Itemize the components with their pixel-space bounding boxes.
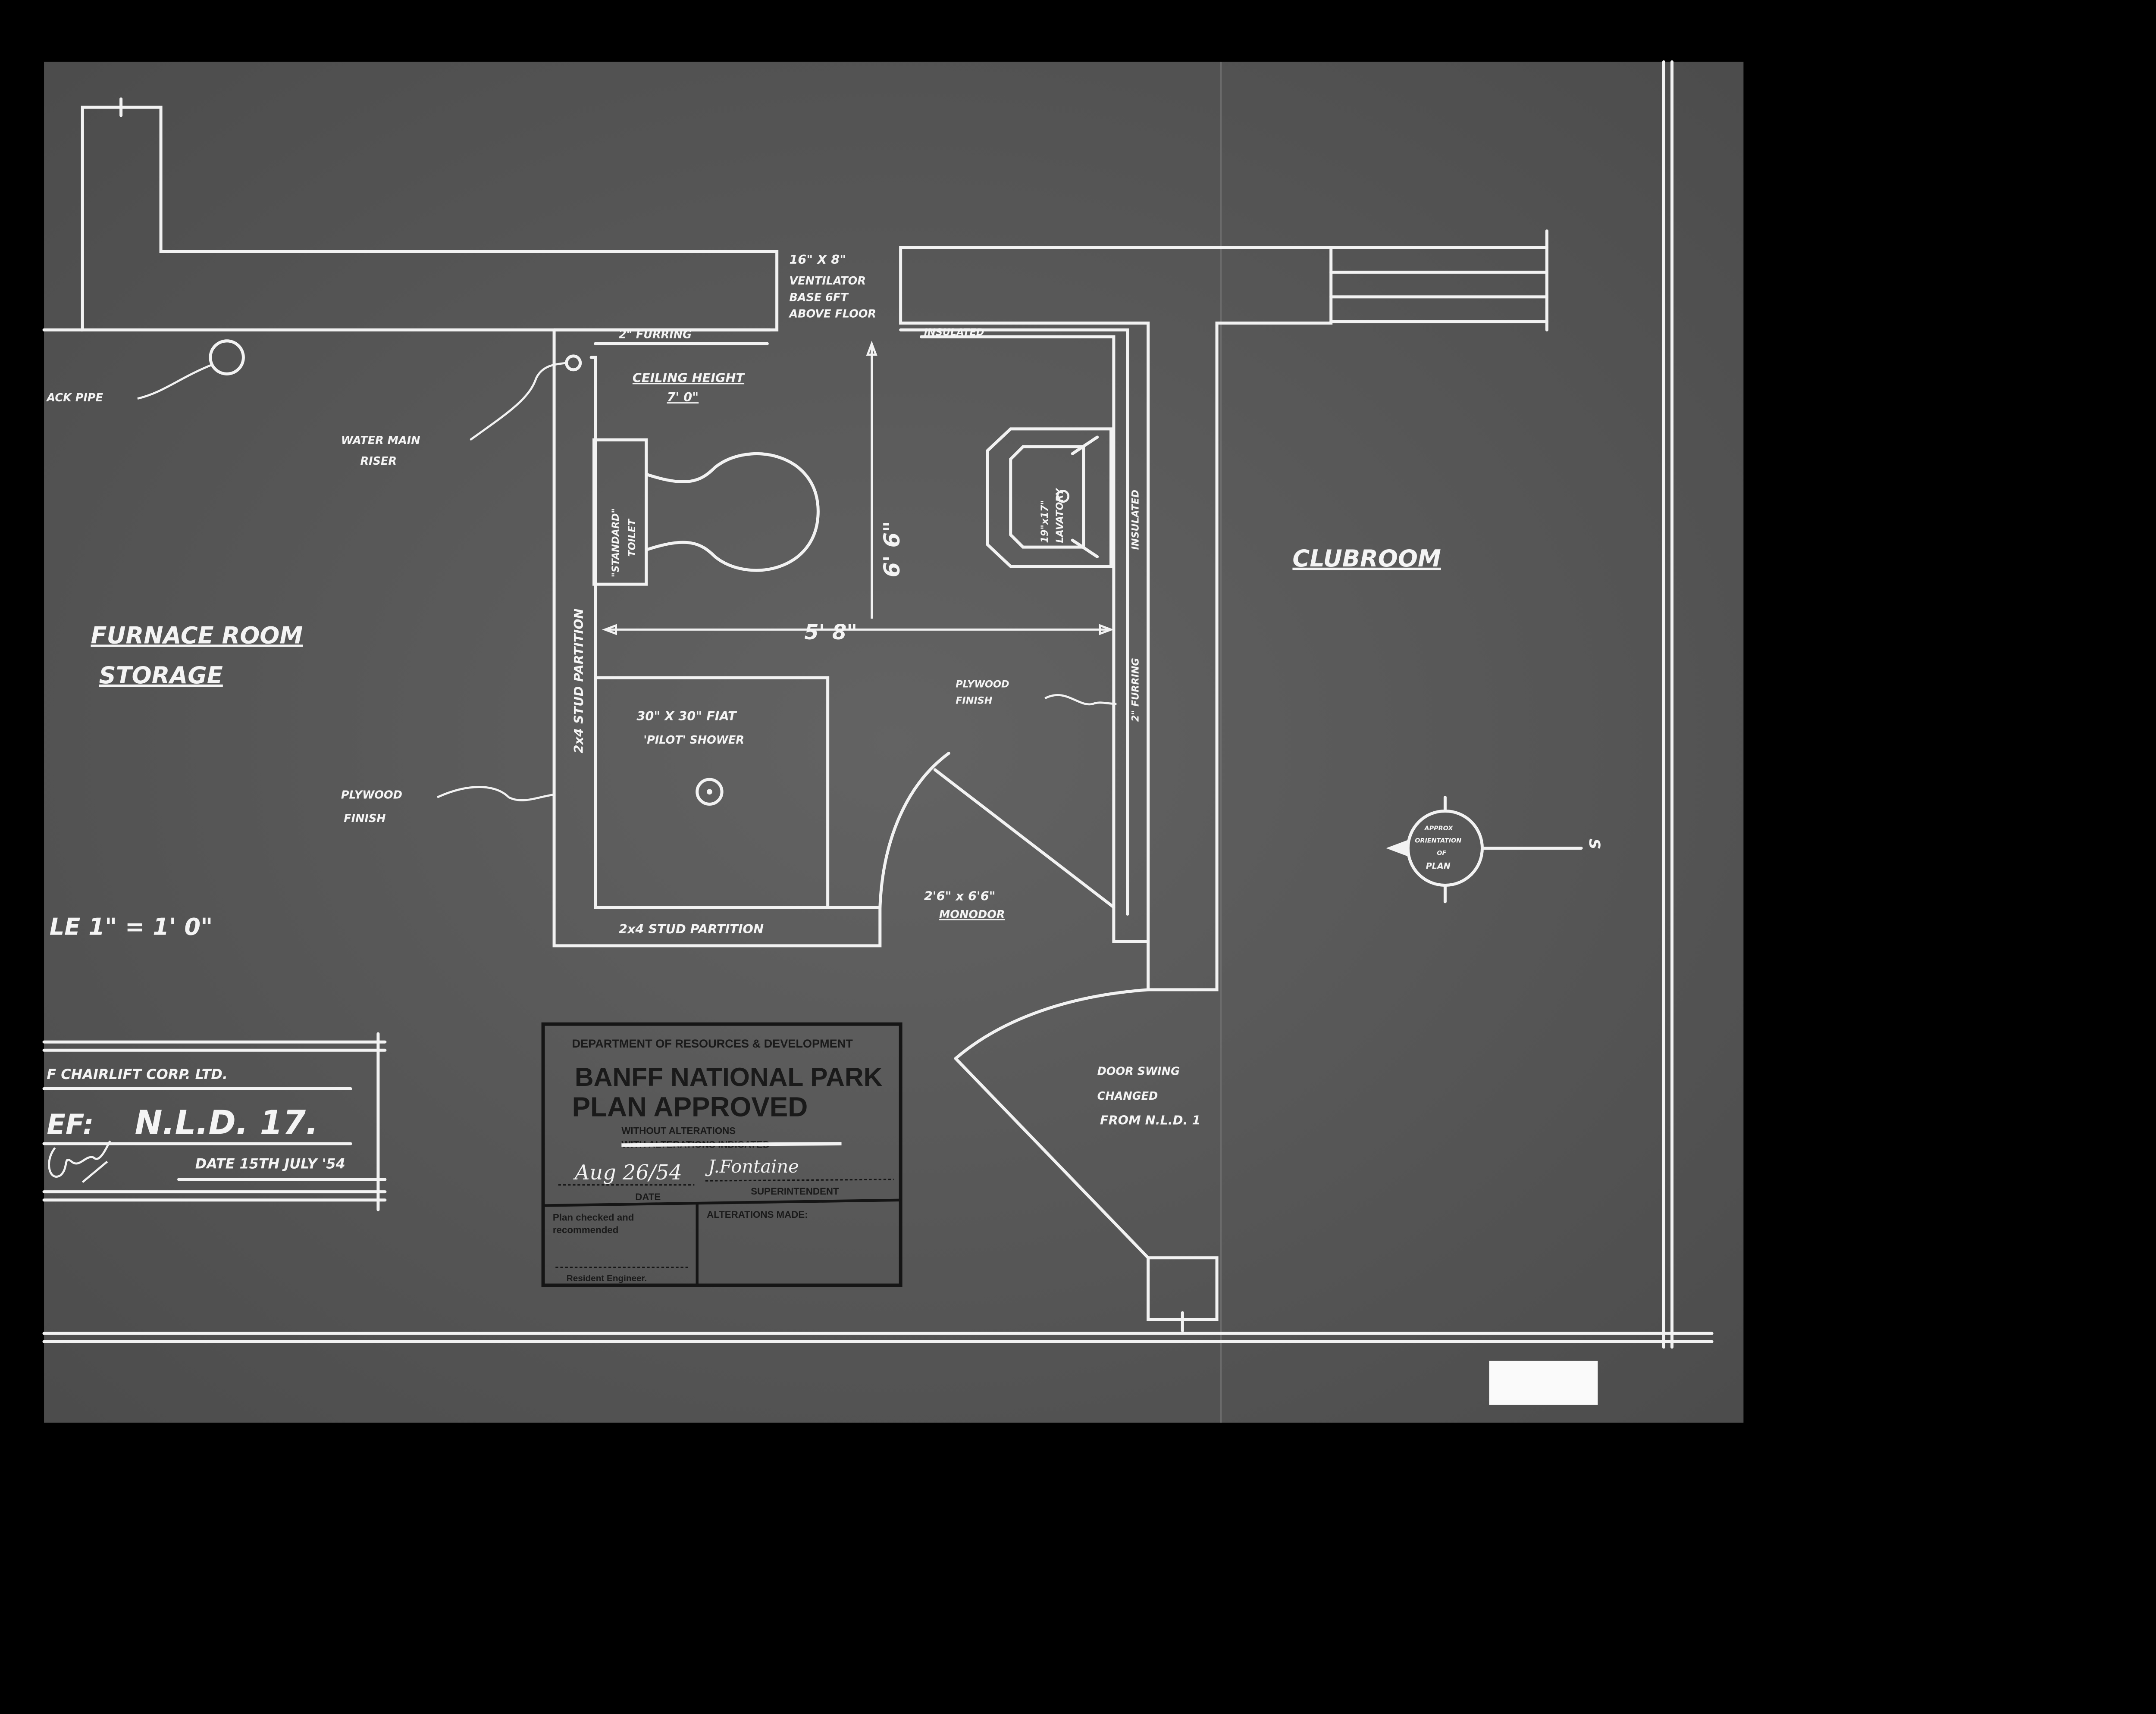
plywood-note: FINISH [956, 695, 993, 707]
sheet-border [42, 60, 1714, 1349]
stamp-option: WITHOUT ALTERATIONS [621, 1126, 736, 1136]
height-dimension: 6' 6" [879, 521, 905, 577]
wall-right [899, 229, 1548, 991]
room-furnace: FURNACE ROOM [91, 622, 303, 649]
drawing-date: DATE 15TH JULY '54 [195, 1155, 345, 1172]
labels: FURNACE ROOM STORAGE CLUBROOM ACK PIPE W… [46, 252, 1603, 1127]
room-clubroom: CLUBROOM [1292, 545, 1441, 572]
toilet [592, 438, 820, 586]
paper [44, 62, 1744, 1423]
engineer-label: Resident Engineer. [567, 1273, 647, 1283]
blueprint-sheet: FURNACE ROOM STORAGE CLUBROOM ACK PIPE W… [42, 60, 1744, 1423]
orientation-label: OF [1437, 850, 1446, 857]
lavatory-label: LAVATORY [1054, 487, 1065, 543]
lavatory-label: 19"x17" [1039, 500, 1050, 543]
plywood-note: PLYWOOD [956, 679, 1009, 690]
drawing-reference: N.L.D. 17. [135, 1104, 318, 1142]
ceiling-height-note: CEILING HEIGHT [633, 370, 746, 385]
door-size: 2'6" x 6'6" [924, 889, 996, 904]
alterations-label: ALTERATIONS MADE: [707, 1209, 808, 1220]
door-swing-note: CHANGED [1097, 1090, 1158, 1103]
superintendent-label: SUPERINTENDENT [751, 1186, 839, 1197]
ventilator-note: 16" X 8" [789, 252, 846, 267]
furring-note: 2" FURRING [619, 328, 692, 341]
wall-left [42, 97, 779, 332]
ventilator-note: VENTILATOR [789, 275, 866, 288]
draftsman-signature [48, 1140, 111, 1183]
room-storage: STORAGE [99, 662, 223, 689]
water-riser-note: RISER [360, 455, 397, 468]
plywood-note: FINISH [344, 812, 385, 825]
stamp-department: DEPARTMENT OF RESOURCES & DEVELOPMENT [572, 1037, 853, 1050]
shower [594, 676, 830, 909]
monodor-door [878, 751, 1116, 909]
checked-label: recommended [553, 1224, 619, 1235]
title-block: F CHAIRLIFT CORP. LTD. EF: N.L.D. 17. DA… [42, 1032, 387, 1211]
ventilator-note: ABOVE FLOOR [788, 308, 876, 321]
scale-note: LE 1" = 1' 0" [50, 913, 213, 940]
partition-label: 2x4 STUD PARTITION [619, 922, 764, 936]
superintendent-signature: J.Fontaine [705, 1156, 799, 1177]
ventilator-note: BASE 6FT [789, 291, 849, 304]
dimension-lines [602, 341, 1114, 635]
approval-stamp: DEPARTMENT OF RESOURCES & DEVELOPMENT BA… [541, 1022, 903, 1287]
door-swing-note: DOOR SWING [1097, 1065, 1180, 1078]
ref-label: EF: [47, 1109, 94, 1141]
white-label [1489, 1361, 1598, 1405]
orientation-symbol [1386, 795, 1583, 904]
furring-note: 2" FURRING [1130, 658, 1141, 722]
door-swing-note: FROM N.L.D. 1 [1100, 1113, 1200, 1127]
shower-label: 30" X 30" FIAT [636, 709, 737, 723]
ceiling-height-value: 7' 0" [667, 390, 699, 404]
toilet-label: TOILET [627, 518, 638, 557]
orientation-direction: S [1586, 838, 1603, 849]
clubroom-door [954, 988, 1219, 1332]
insulated-note: INSULATED [924, 327, 984, 338]
width-dimension: 5' 8" [804, 621, 857, 644]
water-main-note: WATER MAIN [341, 434, 420, 447]
checked-label: Plan checked and [553, 1212, 634, 1223]
lavatory [986, 427, 1113, 568]
stack-pipe-note: ACK PIPE [46, 391, 103, 404]
plywood-note: PLYWOOD [341, 789, 402, 802]
approval-status: PLAN APPROVED [572, 1091, 808, 1122]
door-type: MONODOR [939, 908, 1005, 921]
orientation-label: APPROX [1424, 825, 1454, 832]
date-label: DATE [635, 1192, 661, 1202]
orientation-label: ORIENTATION [1415, 838, 1461, 844]
stack-pipe-icon [209, 339, 245, 375]
approval-date: Aug 26/54 [573, 1161, 682, 1185]
insulated-note: INSULATED [1130, 490, 1141, 550]
shower-label: 'PILOT' SHOWER [643, 734, 744, 747]
partition-label: 2x4 STUD PARTITION [571, 608, 586, 753]
park-name: BANFF NATIONAL PARK [575, 1062, 883, 1092]
company-name: F CHAIRLIFT CORP. LTD. [47, 1066, 228, 1082]
toilet-label: "STANDARD" [610, 508, 621, 577]
orientation-label: PLAN [1426, 861, 1451, 871]
